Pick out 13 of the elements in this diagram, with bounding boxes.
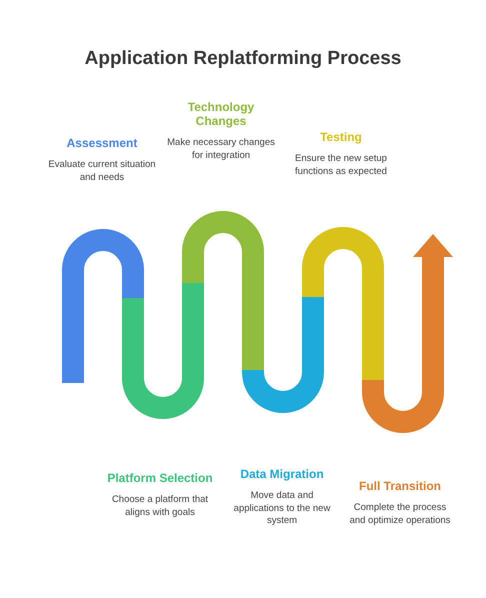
step-heading: Assessment bbox=[66, 136, 138, 150]
step-heading: Data Migration bbox=[239, 467, 325, 481]
step-description: Ensure the new setup functions as expected bbox=[294, 153, 388, 178]
step-description: Make necessary changes for integration bbox=[166, 137, 276, 162]
diagram-title: Application Replatforming Process bbox=[84, 48, 402, 70]
step-description: Choose a platform that aligns with goals bbox=[110, 494, 210, 519]
step-heading: Technology Changes bbox=[186, 100, 256, 128]
step-heading: Platform Selection bbox=[106, 471, 214, 485]
step-heading: Testing bbox=[319, 130, 363, 144]
step-description: Complete the process and optimize operations bbox=[348, 502, 452, 527]
step-description: Evaluate current situation and needs bbox=[47, 159, 157, 184]
step-heading: Full Transition bbox=[358, 479, 442, 493]
step-description: Move data and applications to the new system bbox=[232, 490, 332, 528]
